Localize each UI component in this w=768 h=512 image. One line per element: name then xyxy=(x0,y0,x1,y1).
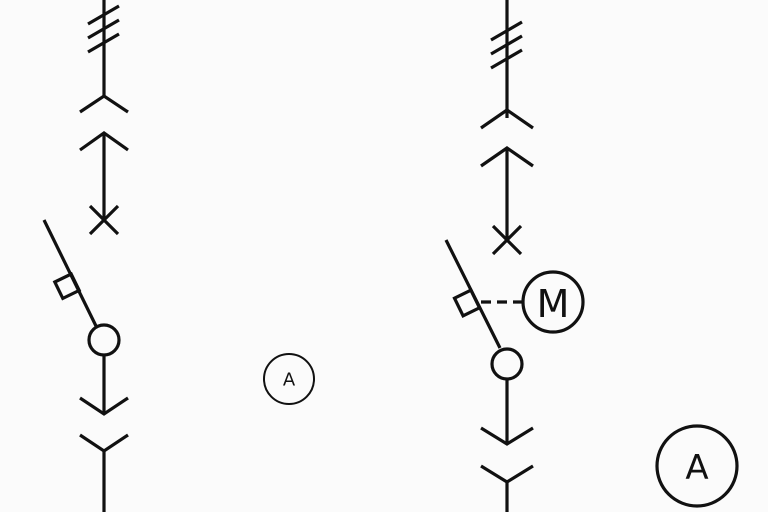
left-circuit-tag: A xyxy=(263,353,315,405)
right-outgoing-connector-icon xyxy=(480,379,534,512)
right-circuit: M A xyxy=(444,0,739,512)
left-tag-circle xyxy=(263,353,315,405)
right-plug-connector-icon xyxy=(480,108,534,242)
right-switch-operator-box xyxy=(452,288,482,318)
right-disconnector-cross-icon xyxy=(491,224,523,256)
left-disconnector-cross-icon xyxy=(88,204,120,236)
left-outgoing-connector-icon xyxy=(79,355,129,512)
left-fixed-contact-icon xyxy=(87,323,121,357)
left-three-phase-marks xyxy=(87,4,120,54)
right-switch-icon xyxy=(444,239,502,349)
motor-operator: M xyxy=(521,270,585,334)
motor-label: M xyxy=(537,282,570,326)
left-circuit: A xyxy=(42,0,315,512)
right-tag-label: A xyxy=(685,448,708,488)
left-tag-label: A xyxy=(283,370,296,391)
right-circuit-tag: A xyxy=(655,424,739,508)
right-fixed-contact-icon xyxy=(490,347,524,381)
left-switch-operator-box xyxy=(52,271,82,301)
left-switch-icon xyxy=(42,219,98,327)
right-tag-circle xyxy=(655,424,739,508)
left-plug-connector-icon xyxy=(79,94,129,222)
right-three-phase-marks xyxy=(490,20,523,70)
motor-circle-icon xyxy=(521,270,585,334)
